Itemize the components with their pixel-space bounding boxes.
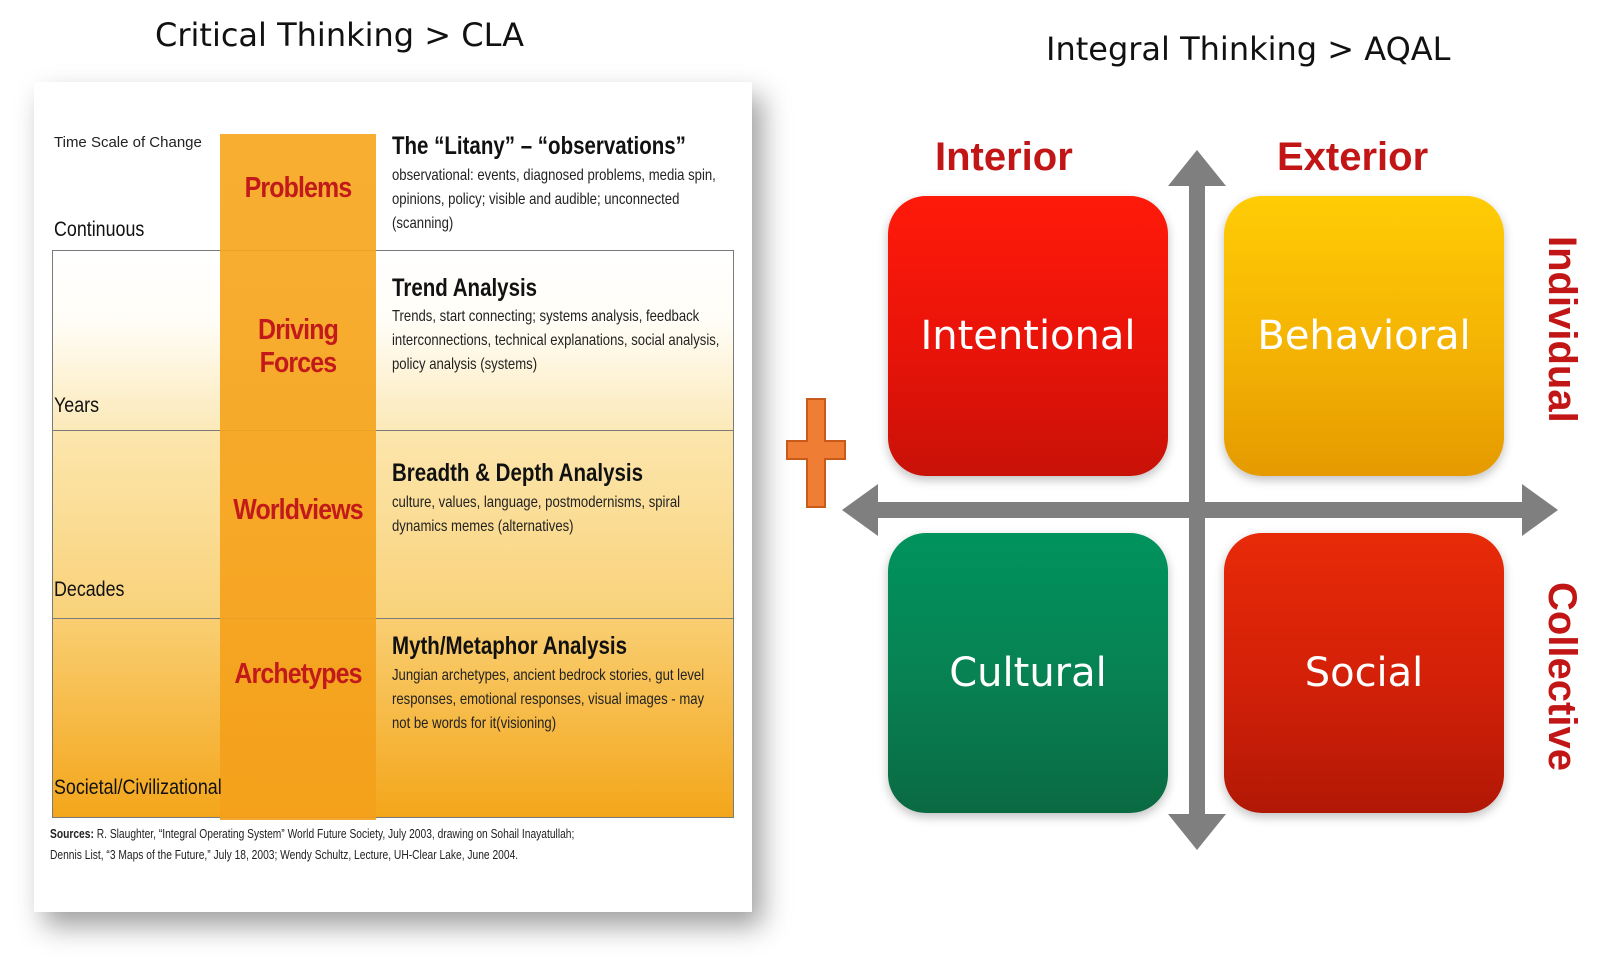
level-name-problems: Problems (244, 172, 353, 204)
quadrant-label-behavioral: Behavioral (1257, 313, 1471, 359)
arrow-right-icon (1522, 484, 1558, 536)
axis-label-collective: Collective (1540, 582, 1584, 771)
level-name-archetypes: Archetypes (234, 658, 362, 690)
level-desc-breadth: culture, values, language, postmodernism… (392, 494, 681, 535)
quadrant-label-cultural: Cultural (949, 650, 1107, 696)
axis-label-individual: Individual (1540, 236, 1584, 423)
level-heading-breadth: Breadth & Depth Analysis (392, 459, 643, 487)
cla-band-worldviews (52, 430, 734, 618)
time-label-societal: Societal/Civilizational (54, 776, 222, 799)
cla-level-column (220, 134, 376, 820)
sources-label: Sources: (50, 827, 94, 841)
sources-text-2: Dennis List, “3 Maps of the Future,” Jul… (50, 848, 519, 862)
level-name-driving-forces: Driving Forces (258, 314, 339, 379)
sources-text: R. Slaughter, “Integral Operating System… (93, 827, 575, 841)
aqal-section-title: Integral Thinking > AQAL (1046, 30, 1451, 68)
level-desc-litany: observational: events, diagnosed problem… (392, 167, 716, 232)
quadrant-label-intentional: Intentional (920, 313, 1136, 359)
time-label-continuous: Continuous (54, 218, 145, 241)
level-name-worldviews: Worldviews (233, 494, 363, 526)
arrow-down-icon (1168, 814, 1226, 850)
time-scale-header: Time Scale of Change (54, 134, 202, 151)
level-heading-trend: Trend Analysis (392, 274, 538, 302)
arrow-up-icon (1168, 150, 1226, 186)
level-heading-myth: Myth/Metaphor Analysis (392, 632, 628, 660)
time-label-decades: Decades (54, 578, 125, 601)
quadrant-behavioral: Behavioral (1224, 196, 1504, 476)
sources-note: Sources: R. Slaughter, “Integral Operati… (50, 824, 624, 866)
quadrant-social: Social (1224, 533, 1504, 813)
cla-band-driving-forces (52, 250, 734, 430)
axis-label-interior: Interior (935, 135, 1073, 179)
level-heading-litany: The “Litany” – “observations” (392, 132, 686, 160)
cla-slide: Time Scale of Change Problems Driving Fo… (34, 82, 752, 912)
axis-label-exterior: Exterior (1277, 135, 1429, 179)
plus-icon (786, 398, 846, 508)
cla-band-archetypes (52, 618, 734, 818)
time-label-years: Years (54, 394, 99, 417)
quadrant-cultural: Cultural (888, 533, 1168, 813)
quadrant-intentional: Intentional (888, 196, 1168, 476)
level-desc-trend: Trends, start connecting; systems analys… (392, 308, 720, 373)
arrow-left-icon (842, 484, 878, 536)
quadrant-label-social: Social (1304, 650, 1424, 696)
cla-section-title: Critical Thinking > CLA (155, 16, 525, 54)
level-desc-myth: Jungian archetypes, ancient bedrock stor… (392, 667, 705, 732)
